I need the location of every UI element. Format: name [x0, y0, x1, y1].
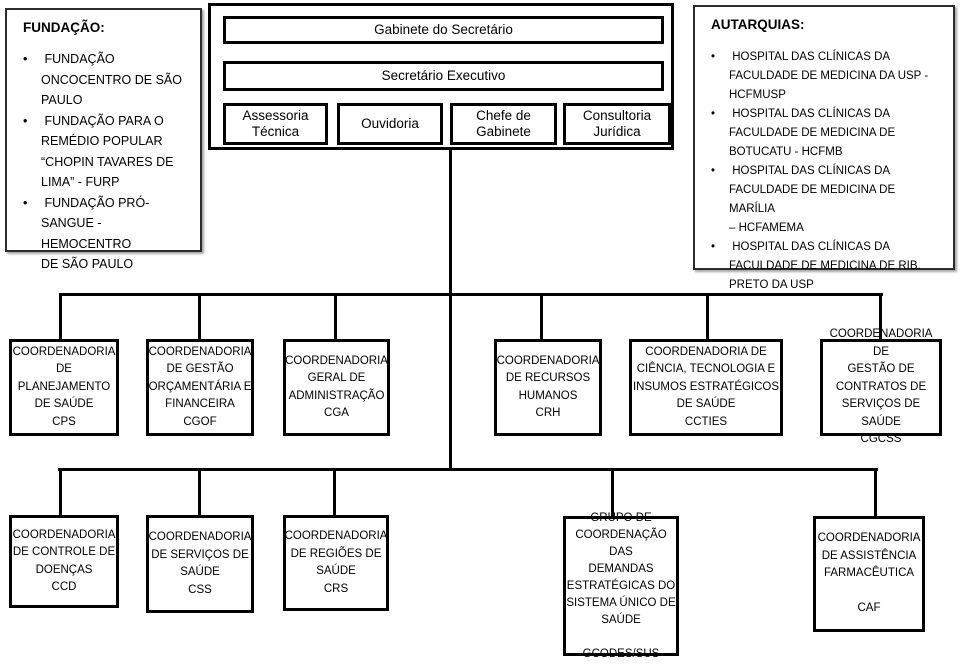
box-cga: COORDENADORIA GERAL DE ADMINISTRAÇÃO CGA	[283, 339, 390, 436]
list-item: FUNDAÇÃO ONCOCENTRO DE SÃO PAULO	[19, 49, 188, 111]
box-cps: COORDENADORIA DE PLANEJAMENTO DE SAÚDE C…	[9, 339, 119, 436]
fundacao-item-text: FUNDAÇÃO PRÓ- SANGUE - HEMOCENTRO DE SÃO…	[41, 195, 150, 272]
autarquias-panel: AUTARQUIAS: HOSPITAL DAS CLÍNICAS DA FAC…	[693, 5, 955, 291]
box-css: COORDENADORIA DE SERVIÇOS DE SAÚDE CSS	[146, 515, 254, 613]
connector-stub	[59, 293, 62, 341]
autarquias-item-text: HOSPITAL DAS CLÍNICAS DA FACULDADE DE ME…	[729, 165, 896, 234]
box-caf: COORDENADORIA DE ASSISTÊNCIA FARMACÊUTIC…	[813, 516, 925, 632]
connector-stub	[334, 293, 337, 341]
box-cgcss: COORDENADORIA DE GESTÃO DE CONTRATOS DE …	[820, 328, 942, 445]
bullet-icon	[707, 238, 729, 295]
bullet-icon	[19, 111, 41, 193]
bullet-icon	[707, 48, 729, 105]
bullet-icon	[707, 162, 729, 238]
consultoria-juridica-box: Consultoria Jurídica	[563, 103, 671, 145]
autarquias-item-text: HOSPITAL DAS CLÍNICAS DA FACULDADE DE ME…	[729, 108, 896, 158]
bullet-icon	[707, 105, 729, 162]
list-item: HOSPITAL DAS CLÍNICAS DA FACULDADE DE ME…	[707, 105, 941, 162]
bullet-icon	[19, 193, 41, 275]
assessoria-tecnica-box: Assessoria Técnica	[223, 103, 328, 145]
box-gcodes-sus: GRUPO DE COORDENAÇÃO DAS DEMANDAS ESTRAT…	[563, 512, 679, 660]
connector-stub	[333, 468, 336, 517]
list-item: HOSPITAL DAS CLÍNICAS DA FACULDADE DE ME…	[707, 238, 941, 295]
gabinete-container: Gabinete do Secretário Secretário Execut…	[208, 3, 674, 150]
connector-branch-row1	[59, 293, 883, 296]
connector-stub	[198, 293, 201, 341]
box-crs: COORDENADORIA DE REGIÕES DE SAÚDE CRS	[283, 515, 389, 611]
fundacao-item-text: FUNDAÇÃO PARA O REMÉDIO POPULAR “CHOPIN …	[41, 113, 174, 190]
box-ccties: COORDENADORIA DE CIÊNCIA, TECNOLOGIA E I…	[629, 339, 783, 436]
connector-stub	[879, 293, 882, 341]
autarquias-title: AUTARQUIAS:	[711, 17, 805, 32]
list-item: FUNDAÇÃO PARA O REMÉDIO POPULAR “CHOPIN …	[19, 111, 188, 193]
box-cgof: COORDENADORIA DE GESTÃO ORÇAMENTÁRIA E F…	[146, 339, 254, 436]
chefe-de-gabinete-box: Chefe de Gabinete	[450, 103, 557, 145]
ouvidoria-box: Ouvidoria	[337, 103, 443, 145]
list-item: HOSPITAL DAS CLÍNICAS DA FACULDADE DE ME…	[707, 162, 941, 238]
gabinete-do-secretario-box: Gabinete do Secretário	[223, 16, 664, 44]
connector-stub	[59, 468, 62, 517]
fundacao-panel: FUNDAÇÃO: FUNDAÇÃO ONCOCENTRO DE SÃO PAU…	[5, 8, 202, 271]
connector-vertical-main	[449, 150, 452, 470]
box-crh: COORDENADORIA DE RECURSOS HUMANOS CRH	[494, 339, 602, 436]
connector-stub	[198, 468, 201, 517]
connector-stub	[706, 293, 709, 341]
secretario-executivo-box: Secretário Executivo	[223, 61, 664, 91]
connector-stub	[540, 293, 543, 341]
list-item: FUNDAÇÃO PRÓ- SANGUE - HEMOCENTRO DE SÃO…	[19, 193, 188, 275]
connector-stub	[874, 468, 877, 517]
connector-branch-row2	[58, 468, 878, 471]
autarquias-item-text: HOSPITAL DAS CLÍNICAS DA FACULDADE DE ME…	[729, 51, 929, 101]
autarquias-item-text: HOSPITAL DAS CLÍNICAS DA FACULDADE DE ME…	[729, 241, 921, 291]
fundacao-item-text: FUNDAÇÃO ONCOCENTRO DE SÃO PAULO	[41, 52, 182, 107]
bullet-icon	[19, 49, 41, 111]
list-item: HOSPITAL DAS CLÍNICAS DA FACULDADE DE ME…	[707, 48, 941, 105]
fundacao-title: FUNDAÇÃO:	[23, 20, 105, 35]
connector-stub	[611, 468, 614, 517]
box-ccd: COORDENADORIA DE CONTROLE DE DOENÇAS CCD	[9, 515, 119, 608]
